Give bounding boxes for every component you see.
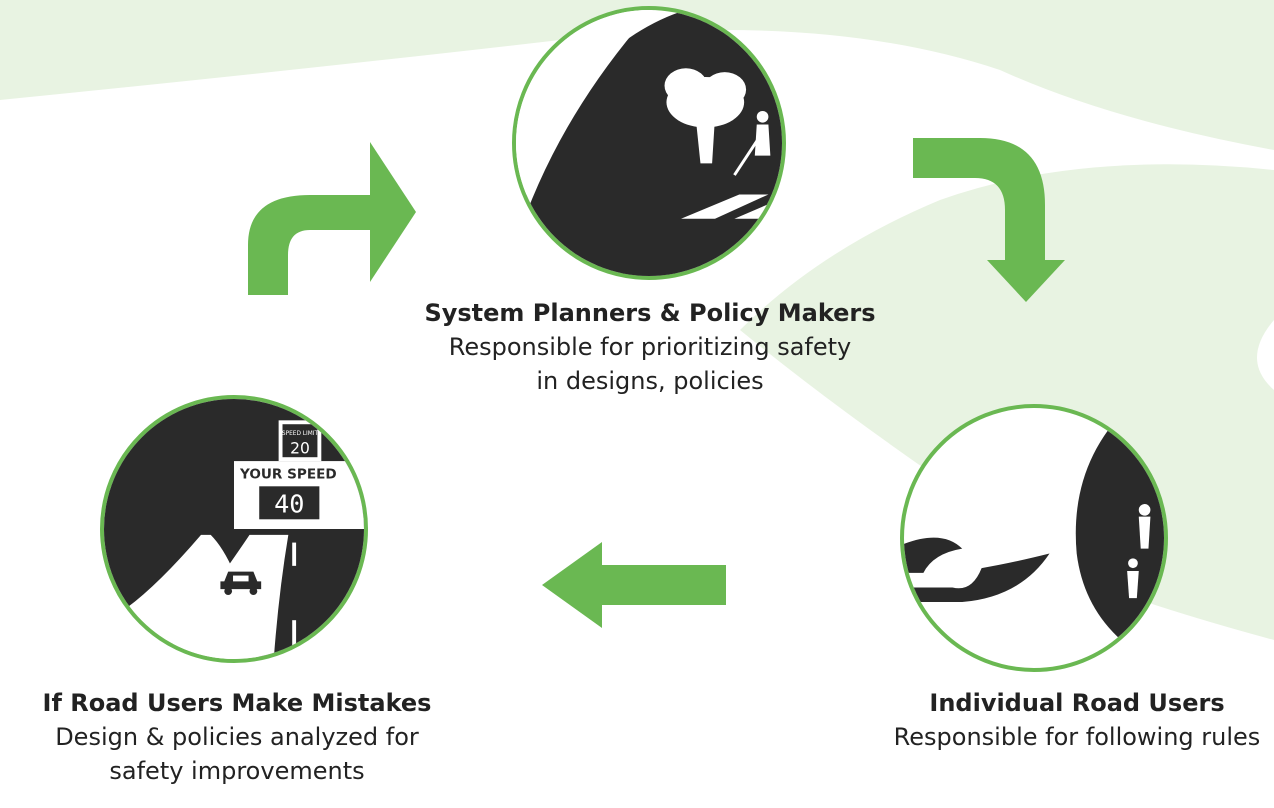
mistakes-desc-line2: safety improvements — [109, 757, 365, 785]
road-pedestrian-icon — [904, 408, 1164, 668]
mistakes-label: If Road Users Make Mistakes Design & pol… — [0, 686, 474, 788]
planners-title: System Planners & Policy Makers — [424, 299, 876, 327]
planners-desc-line2: in designs, policies — [536, 367, 764, 395]
curved-arrow-down-right-icon — [913, 138, 1065, 302]
planners-desc-line1: Responsible for prioritizing safety — [448, 333, 852, 361]
users-desc-line1: Responsible for following rules — [893, 723, 1261, 751]
sign-limit-value: 20 — [290, 439, 310, 457]
tree-crosswalk-pedestrian-icon — [516, 10, 782, 276]
planners-label: System Planners & Policy Makers Responsi… — [380, 296, 920, 398]
sign-limit-label: SPEED LIMIT — [282, 431, 319, 437]
mistakes-image-circle: SPEED LIMIT 20 YOUR SPEED 40 — [100, 395, 368, 663]
users-image-circle — [900, 404, 1168, 672]
speed-sign-car-icon: SPEED LIMIT 20 YOUR SPEED 40 — [104, 399, 364, 659]
mistakes-desc-line1: Design & policies analyzed for — [55, 723, 419, 751]
users-title: Individual Road Users — [929, 689, 1225, 717]
planners-image-circle — [512, 6, 786, 280]
sign-speed-label: YOUR SPEED — [239, 467, 337, 483]
curved-arrow-up-right-icon — [248, 142, 416, 295]
users-label: Individual Road Users Responsible for fo… — [880, 686, 1274, 754]
mistakes-title: If Road Users Make Mistakes — [42, 689, 432, 717]
sign-speed-value: 40 — [274, 490, 304, 519]
arrow-left-icon — [542, 542, 726, 628]
